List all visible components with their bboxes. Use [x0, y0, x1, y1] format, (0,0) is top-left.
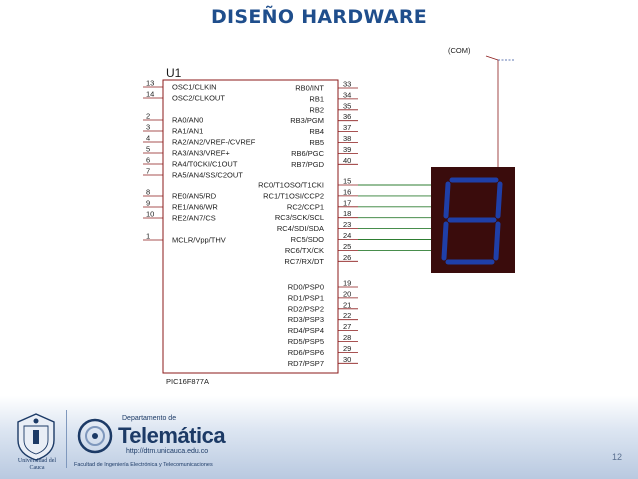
right-pin-number: 26	[343, 253, 351, 262]
segment-group	[441, 177, 503, 265]
left-pin-number: 4	[146, 134, 150, 143]
right-pin-label: RB1	[309, 94, 324, 103]
right-pin-number: 28	[343, 333, 351, 342]
mcu-body	[162, 79, 339, 374]
right-pin-number: 25	[343, 242, 351, 251]
right-pin-group: 33 RB0/INT 34 RB1 35 RB2 36 RB3/PGM 37 RB4 38 RB5 39…	[258, 80, 358, 368]
right-pin-number: 35	[343, 101, 351, 110]
right-pin-number: 22	[343, 311, 351, 320]
left-pin-label: OSC2/CLKOUT	[172, 94, 225, 103]
left-pin-number: 1	[146, 232, 150, 241]
right-pin-label: RD4/PSP4	[288, 326, 324, 335]
right-pin-label: RB3/PGM	[290, 116, 324, 125]
right-pin-label: RD1/PSP1	[288, 293, 324, 302]
right-pin-label: RB6/PGC	[291, 149, 325, 158]
right-pin-number: 18	[343, 209, 351, 218]
right-pin-label: RC5/SDO	[291, 235, 325, 244]
left-pin-label: RE0/AN5/RD	[172, 192, 217, 201]
left-pin-label: RA2/AN2/VREF-/CVREF	[172, 138, 256, 147]
right-pin-label: RC3/SCK/SCL	[275, 213, 324, 222]
segment-f	[443, 181, 451, 219]
right-pin-number: 24	[343, 231, 351, 240]
right-pin-label: RB5	[309, 138, 324, 147]
left-pin-label: RE1/AN6/WR	[172, 203, 218, 212]
right-pin-number: 38	[343, 134, 351, 143]
segment-b	[495, 181, 503, 219]
right-pin-label: RC0/T1OSO/T1CKI	[258, 181, 324, 190]
segment-c	[493, 221, 501, 261]
right-pin-label: RB7/PGD	[291, 160, 325, 169]
page-number: 12	[612, 452, 623, 462]
right-pin-label: RD2/PSP2	[288, 304, 324, 313]
right-pin-number: 19	[343, 279, 351, 288]
wire-group	[358, 184, 431, 251]
left-pin-number: 9	[146, 199, 150, 208]
left-pin-number: 10	[146, 210, 154, 219]
right-pin-number: 37	[343, 123, 351, 132]
right-pin-label: RC2/CCP1	[287, 202, 324, 211]
department-prefix: Departamento de	[122, 415, 177, 422]
right-pin-label: RD7/PSP7	[288, 359, 324, 368]
right-pin-number: 16	[343, 187, 351, 196]
left-pin-number: 7	[146, 167, 150, 176]
left-pin-number: 6	[146, 156, 150, 165]
slide-title: DISEÑO HARDWARE	[210, 6, 428, 28]
right-pin-number: 39	[343, 145, 351, 154]
right-pin-number: 30	[343, 355, 351, 364]
right-pin-number: 17	[343, 198, 351, 207]
right-pin-label: RB0/INT	[295, 84, 324, 93]
right-pin-label: RC1/T1OSI/CCP2	[263, 191, 324, 200]
left-pin-number: 14	[146, 90, 154, 99]
right-pin-label: RC4/SDI/SDA	[277, 224, 324, 233]
left-pin-label: RA1/AN1	[172, 127, 203, 136]
left-pin-label: RA3/AN3/VREF+	[172, 149, 230, 158]
department-url[interactable]: http://dtm.unicauca.edu.co	[126, 448, 209, 455]
footer: Universidad del Cauca Departamento de Te…	[0, 396, 638, 479]
right-pin-number: 34	[343, 90, 351, 99]
left-pin-number: 2	[146, 112, 150, 121]
right-pin-number: 29	[343, 344, 351, 353]
com-label: (COM)	[448, 46, 471, 55]
right-pin-number: 21	[343, 300, 351, 309]
right-pin-number: 40	[343, 156, 351, 165]
right-pin-label: RD3/PSP3	[288, 315, 324, 324]
left-pin-label: OSC1/CLKIN	[172, 83, 217, 92]
right-pin-label: RD0/PSP0	[288, 283, 324, 292]
right-pin-label: RB4	[309, 127, 324, 136]
university-name: Universidad del Cauca	[17, 458, 57, 471]
right-pin-number: 15	[343, 177, 351, 186]
brand-name: Telemática	[118, 423, 226, 448]
right-pin-number: 20	[343, 289, 351, 298]
right-pin-number: 23	[343, 220, 351, 229]
right-pin-label: RD6/PSP6	[288, 348, 324, 357]
footer-band	[0, 396, 638, 479]
left-pin-number: 13	[146, 79, 154, 88]
chip-model-label: PIC16F877A	[166, 377, 209, 386]
right-pin-label: RB2	[309, 105, 324, 114]
chip-ref-label: U1	[166, 66, 182, 80]
right-pin-number: 27	[343, 322, 351, 331]
left-pin-number: 3	[146, 123, 150, 132]
left-pin-label: RA4/T0CKI/C1OUT	[172, 160, 238, 169]
university-crest-icon	[17, 413, 55, 461]
com-pin-stub	[485, 55, 499, 61]
right-pin-number: 33	[343, 80, 351, 89]
faculty-name: Facultad de Ingeniería Electrónica y Tel…	[74, 462, 213, 468]
segment-e	[441, 221, 449, 261]
left-pin-label: MCLR/Vpp/THV	[172, 236, 226, 245]
right-pin-label: RD5/PSP5	[288, 337, 324, 346]
left-pin-number: 8	[146, 188, 150, 197]
right-pin-label: RC6/TX/CK	[285, 246, 324, 255]
left-pin-label: RA5/AN4/SS/C2OUT	[172, 171, 243, 180]
left-pin-number: 5	[146, 145, 150, 154]
left-pin-label: RA0/AN0	[172, 116, 203, 125]
right-pin-number: 36	[343, 112, 351, 121]
footer-separator	[66, 410, 67, 468]
telematica-logo-icon	[77, 418, 113, 454]
right-pin-label: RC7/RX/DT	[284, 257, 324, 266]
left-pin-label: RE2/AN7/CS	[172, 214, 216, 223]
